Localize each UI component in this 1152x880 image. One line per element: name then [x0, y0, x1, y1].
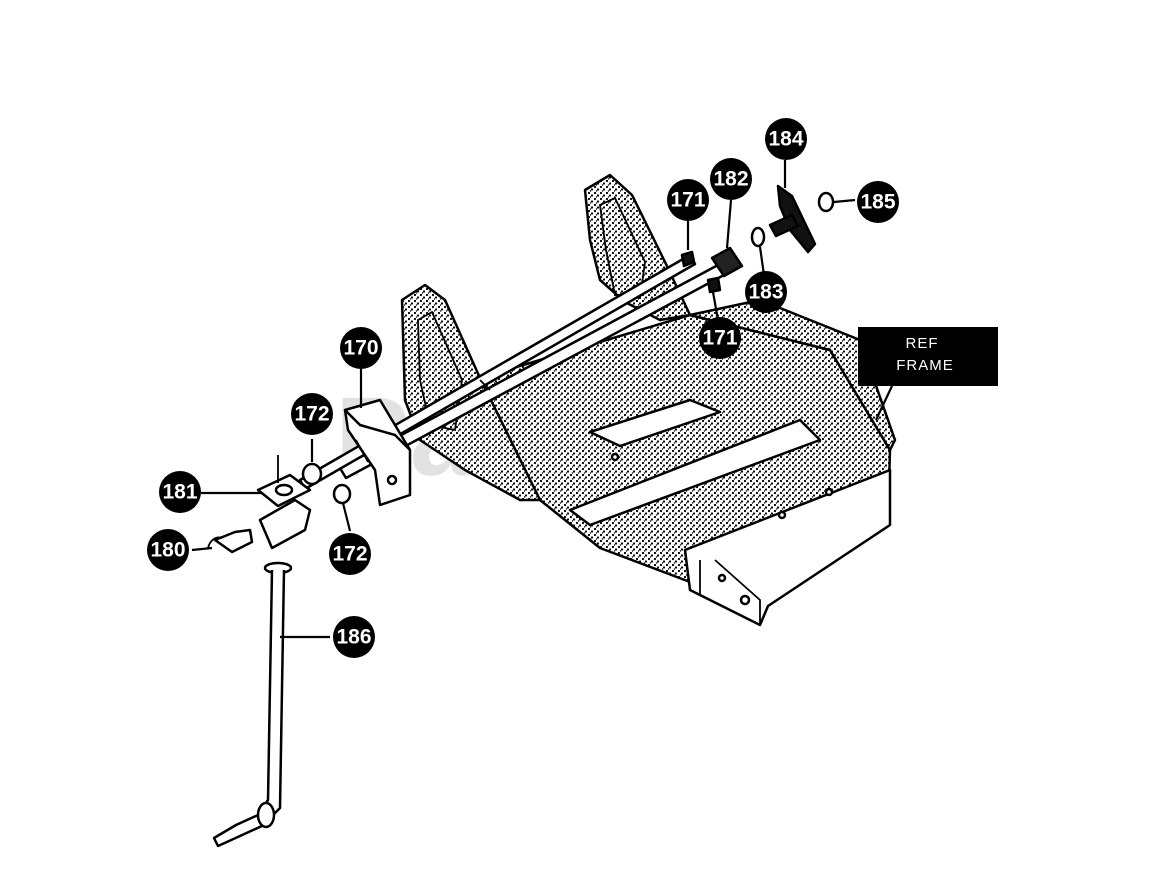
callout-171-top[interactable]: 171: [667, 179, 709, 221]
callout-170-label: 170: [343, 337, 378, 360]
callout-186[interactable]: 186: [333, 616, 375, 658]
callout-180-label: 180: [150, 539, 185, 562]
ref-frame-label: REF FRAME: [858, 327, 998, 386]
callout-183-label: 183: [748, 281, 783, 304]
callout-180[interactable]: 180: [147, 529, 189, 571]
callout-182-label: 182: [713, 168, 748, 191]
callout-184-label: 184: [768, 128, 803, 151]
callout-171-top-label: 171: [670, 189, 705, 212]
ref-label-line1: REF: [906, 335, 939, 352]
plate-part-181: [256, 455, 312, 550]
callout-183[interactable]: 183: [745, 271, 787, 313]
callout-185[interactable]: 185: [857, 181, 899, 223]
callout-172-top[interactable]: 172: [291, 393, 333, 435]
bracket-part-170: [343, 398, 412, 507]
callout-182[interactable]: 182: [710, 158, 752, 200]
callout-171-bottom[interactable]: 171: [699, 317, 741, 359]
callout-186-label: 186: [336, 626, 371, 649]
callout-184[interactable]: 184: [765, 118, 807, 160]
callout-181[interactable]: 181: [159, 471, 201, 513]
callout-172-top-label: 172: [294, 403, 329, 426]
bolt-part-180: [207, 528, 254, 554]
callout-170[interactable]: 170: [340, 327, 382, 369]
leader-lines: [191, 160, 893, 639]
right-hardware: [680, 184, 835, 294]
callout-172-bottom-label: 172: [332, 543, 367, 566]
callout-181-label: 181: [162, 481, 197, 504]
callout-171-bottom-label: 171: [702, 327, 737, 350]
ref-label-line2: FRAME: [896, 357, 954, 374]
spacer-part-172: [301, 462, 352, 505]
callout-172-bottom[interactable]: 172: [329, 533, 371, 575]
callout-185-label: 185: [860, 191, 895, 214]
frame-assembly: [400, 173, 897, 627]
rod-part-186: [212, 561, 293, 848]
